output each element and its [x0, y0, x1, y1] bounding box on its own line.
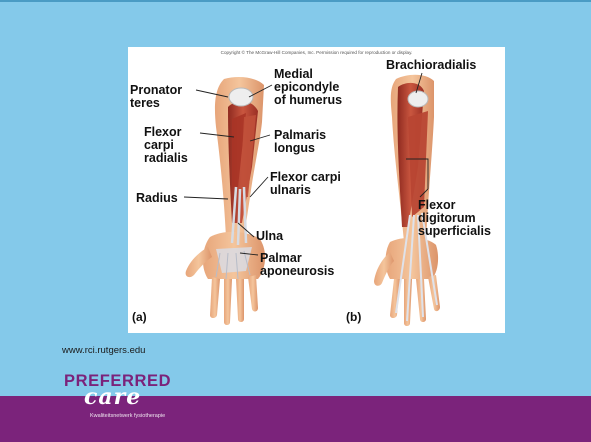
- label-line: teres: [130, 97, 182, 110]
- label-flexor-carpi-radialis: Flexor carpi radialis: [144, 126, 188, 165]
- label-line: ulnaris: [270, 184, 341, 197]
- label-line: superficialis: [418, 225, 491, 238]
- logo-script: care: [84, 384, 141, 410]
- label-flexor-carpi-ulnaris: Flexor carpi ulnaris: [270, 171, 341, 197]
- label-radius: Radius: [136, 192, 178, 205]
- label-palmar-aponeurosis: Palmar aponeurosis: [260, 252, 334, 278]
- label-brachioradialis: Brachioradialis: [386, 59, 476, 72]
- label-medial-epicondyle: Medial epicondyle of humerus: [274, 68, 342, 107]
- label-line: of humerus: [274, 94, 342, 107]
- label-line: longus: [274, 142, 326, 155]
- label-flexor-digitorum-superficialis: Flexor digitorum superficialis: [418, 199, 491, 238]
- logo-tagline: Kwaliteitsnetwerk fysiotherapie: [90, 413, 165, 419]
- panel-b-letter: (b): [346, 310, 361, 324]
- label-pronator-teres: Pronator teres: [130, 84, 182, 110]
- panel-a-letter: (a): [132, 310, 147, 324]
- label-line: aponeurosis: [260, 265, 334, 278]
- label-line: radialis: [144, 152, 188, 165]
- anatomy-figure: Copyright © The McGraw-Hill Companies, I…: [128, 47, 505, 333]
- source-url: www.rci.rutgers.edu: [62, 345, 145, 356]
- label-ulna: Ulna: [256, 230, 283, 243]
- panel-a-forearm: [186, 77, 265, 325]
- top-border: [0, 0, 591, 2]
- preferred-care-logo: PREFERRED care Kwaliteitsnetwerk fysioth…: [56, 371, 246, 427]
- label-palmaris-longus: Palmaris longus: [274, 129, 326, 155]
